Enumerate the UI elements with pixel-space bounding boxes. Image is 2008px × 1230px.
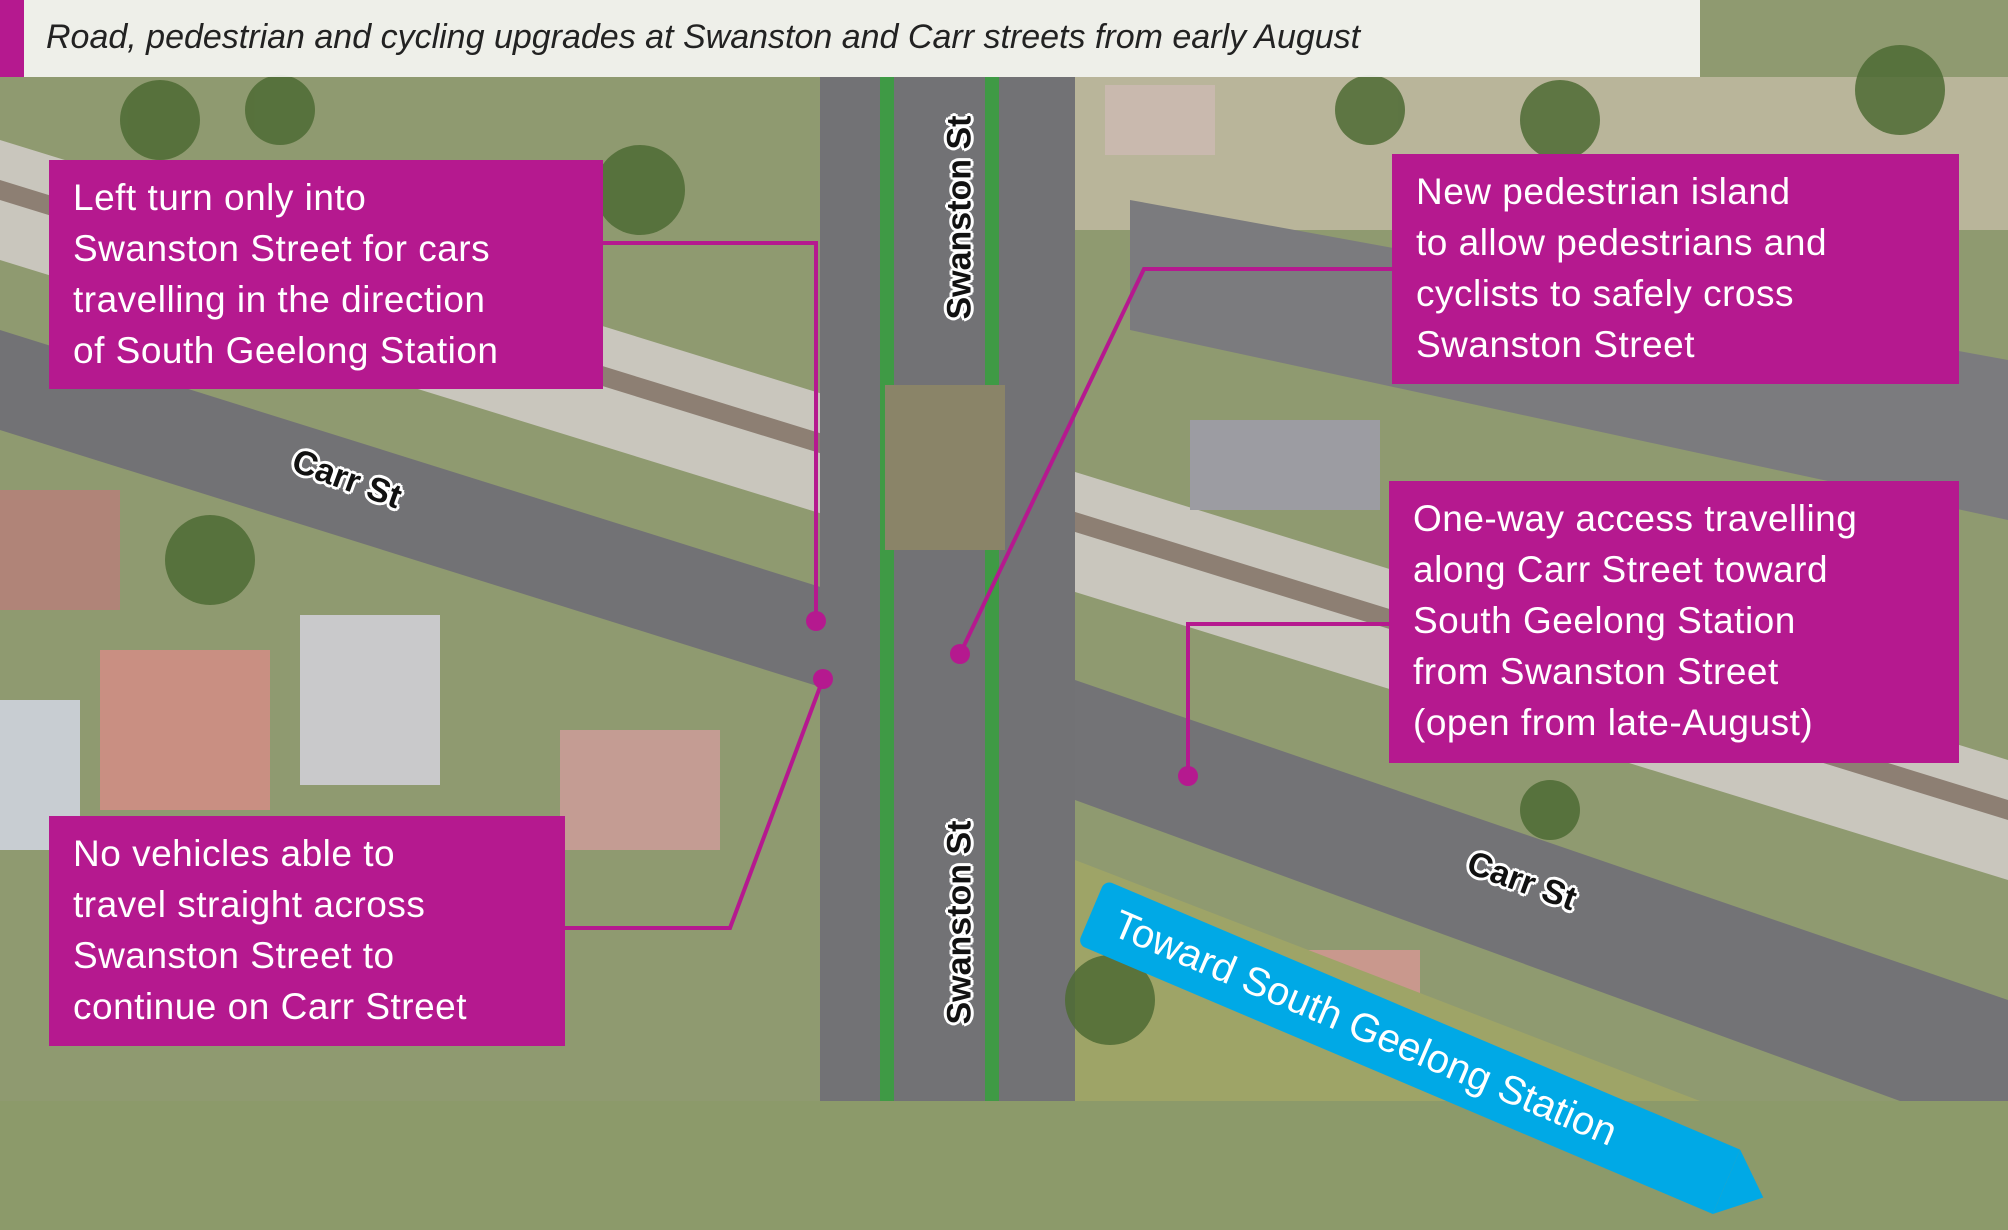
callout-line: Left turn only into xyxy=(73,177,367,218)
callout-line: of South Geelong Station xyxy=(73,330,499,371)
callout-no-vehicles: No vehicles able to travel straight acro… xyxy=(49,816,565,1046)
callout-one-way: One-way access travelling along Carr Str… xyxy=(1389,481,1959,763)
callout-left-turn: Left turn only into Swanston Street for … xyxy=(49,160,603,389)
callout-line: Swanston Street to xyxy=(73,935,395,976)
title-accent-stripe xyxy=(0,0,24,77)
callout-line: cyclists to safely cross xyxy=(1416,273,1794,314)
callout-line: travel straight across xyxy=(73,884,426,925)
callout-line: New pedestrian island xyxy=(1416,171,1791,212)
title-bar: Road, pedestrian and cycling upgrades at… xyxy=(0,0,1700,77)
callout-line: to allow pedestrians and xyxy=(1416,222,1828,263)
callout-line: Swanston Street for cars xyxy=(73,228,491,269)
callout-line: No vehicles able to xyxy=(73,833,396,874)
callout-pedestrian-island: New pedestrian island to allow pedestria… xyxy=(1392,154,1959,384)
page-title: Road, pedestrian and cycling upgrades at… xyxy=(46,18,1361,56)
callout-line: One-way access travelling xyxy=(1413,498,1858,539)
callout-line: from Swanston Street xyxy=(1413,651,1779,692)
callout-line: along Carr Street toward xyxy=(1413,549,1829,590)
callout-line: Swanston Street xyxy=(1416,324,1695,365)
street-label-swanston-south: Swanston St xyxy=(940,820,979,1025)
callout-line: South Geelong Station xyxy=(1413,600,1796,641)
street-label-swanston-north: Swanston St xyxy=(940,115,979,320)
callout-line: continue on Carr Street xyxy=(73,986,468,1027)
callout-line: travelling in the direction xyxy=(73,279,486,320)
callout-line: (open from late-August) xyxy=(1413,702,1814,743)
